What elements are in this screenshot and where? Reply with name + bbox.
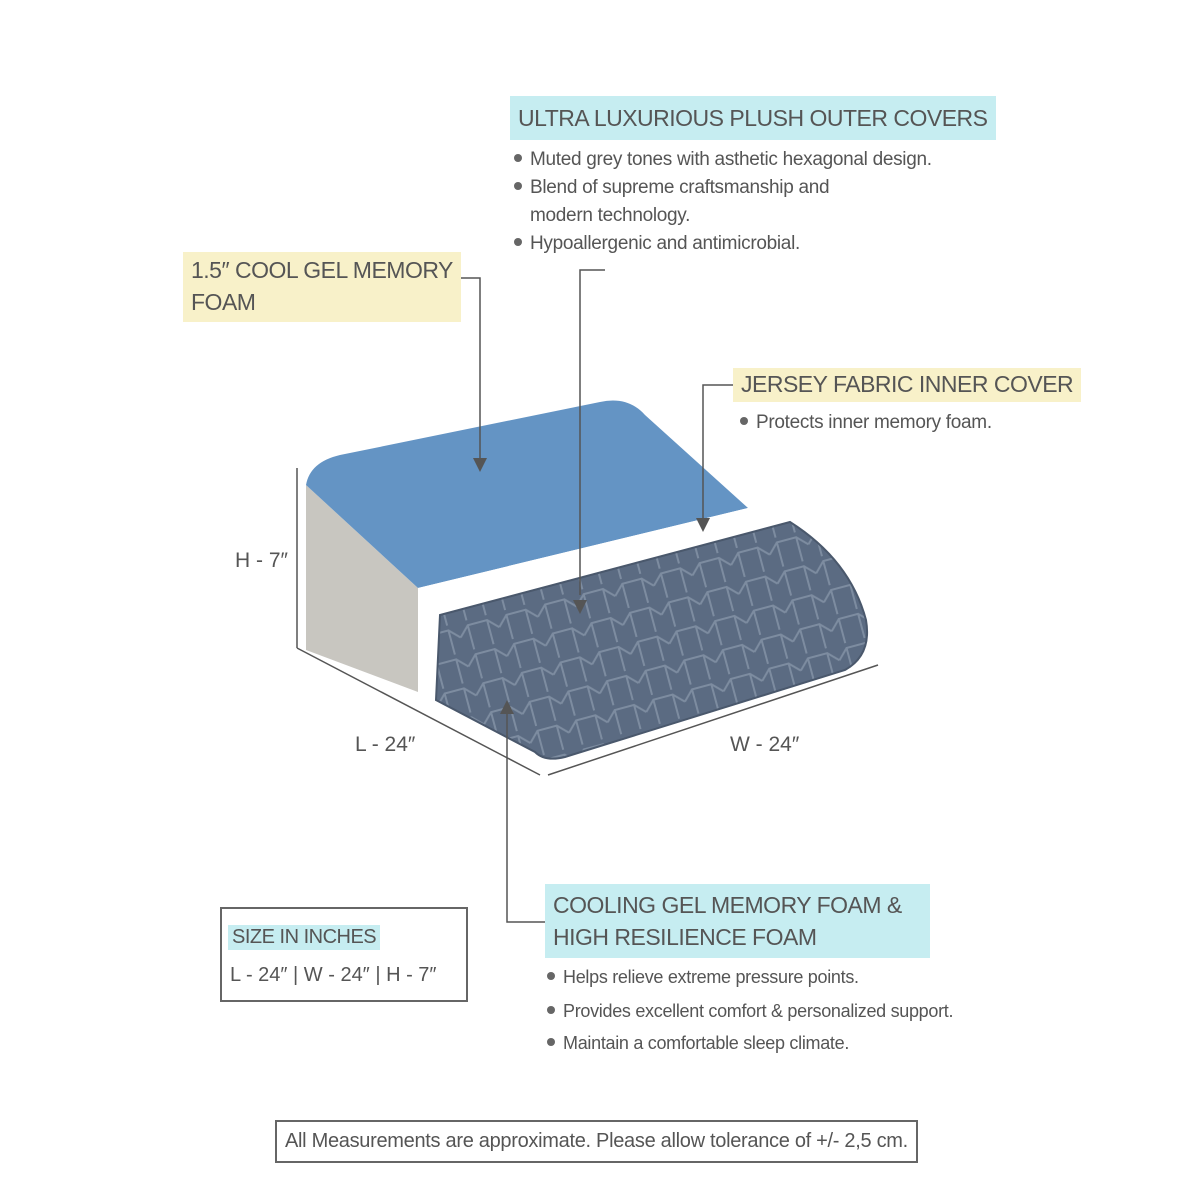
width-label: W - 24″	[730, 733, 800, 756]
size-box: SIZE IN INCHES L - 24″ | W - 24″ | H - 7…	[220, 907, 468, 1002]
bullet-icon	[547, 1038, 555, 1047]
gel-foam-title: 1.5″ COOL GEL MEMORY FOAM	[183, 252, 461, 322]
outer-cover-fabric-outline	[434, 520, 868, 760]
outer-cover-title: ULTRA LUXURIOUS PLUSH OUTER COVERS	[510, 96, 996, 140]
size-box-value: L - 24″ | W - 24″ | H - 7″	[230, 964, 437, 986]
size-box-title: SIZE IN INCHES	[228, 925, 381, 950]
bullet-text: Maintain a comfortable sleep climate.	[563, 1033, 850, 1053]
measurement-disclaimer: All Measurements are approximate. Please…	[275, 1120, 918, 1163]
bullet-text: Hypoallergenic and antimicrobial.	[530, 233, 800, 254]
outer-cover-fabric	[436, 522, 868, 759]
pillow-side	[306, 485, 418, 692]
gel-foam-top	[306, 400, 748, 588]
core-foam-bullets: Helps relieve extreme pressure points. P…	[547, 963, 954, 1057]
bullet-icon	[547, 972, 555, 981]
inner-cover-leader	[702, 384, 735, 522]
core-foam-title-line1: COOLING GEL MEMORY FOAM &	[553, 892, 902, 918]
gel-foam-title-line2: FOAM	[191, 289, 256, 315]
bullet-text: Provides excellent comfort & personalize…	[563, 1001, 954, 1021]
inner-cover-strip	[418, 508, 775, 702]
bullet-text: Protects inner memory foam.	[756, 412, 992, 433]
core-foam-title-line2: HIGH RESILIENCE FOAM	[553, 924, 817, 950]
length-dimension-line	[296, 647, 541, 776]
bullet-text: Helps relieve extreme pressure points.	[563, 967, 859, 987]
width-dimension-line	[547, 664, 879, 776]
core-foam-leader	[506, 712, 545, 923]
outer-cover-arrow-icon	[573, 600, 587, 614]
bullet-icon	[514, 153, 522, 162]
gel-foam-title-line1: 1.5″ COOL GEL MEMORY	[191, 257, 453, 283]
bullet-icon	[514, 237, 522, 246]
core-foam-arrow-icon	[500, 700, 514, 714]
outer-cover-leader	[579, 269, 605, 595]
inner-cover-bullet: Protects inner memory foam.	[740, 409, 992, 437]
inner-cover-title: JERSEY FABRIC INNER COVER	[733, 368, 1082, 402]
gel-foam-arrow-icon	[473, 458, 487, 472]
height-label: H - 7″	[235, 549, 288, 572]
outer-cover-bullets: Muted grey tones with asthetic hexagonal…	[514, 146, 932, 258]
length-label: L - 24″	[355, 733, 416, 756]
bullet-text: modern technology.	[530, 205, 691, 226]
core-foam-title: COOLING GEL MEMORY FOAM & HIGH RESILIENC…	[545, 884, 930, 958]
bullet-icon	[740, 416, 748, 425]
bullet-icon	[514, 181, 522, 190]
inner-cover-arrow-icon	[696, 518, 710, 532]
bullet-text: Blend of supreme craftsmanship and	[530, 177, 830, 198]
bullet-icon	[547, 1006, 555, 1015]
bullet-text: Muted grey tones with asthetic hexagonal…	[530, 149, 932, 170]
